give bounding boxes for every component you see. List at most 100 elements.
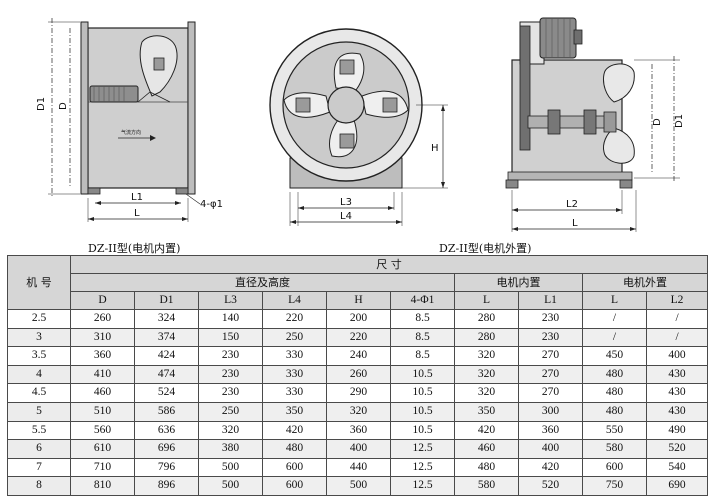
table-cell: 440 <box>326 457 391 478</box>
table-cell: 12.5 <box>390 457 455 478</box>
table-cell: 636 <box>134 420 199 441</box>
table-cell: 600 <box>262 476 327 496</box>
model-cell: 5 <box>7 401 71 422</box>
model-header: 机 号 <box>7 255 71 310</box>
table-cell: 410 <box>70 364 135 385</box>
table-cell: 270 <box>518 346 583 366</box>
table-cell: 430 <box>645 401 709 422</box>
right-d1-dimension-label: D1 <box>674 114 685 128</box>
table-cell: 12.5 <box>390 476 455 496</box>
table-cell: 290 <box>326 383 391 403</box>
table-cell: 430 <box>645 383 709 403</box>
table-cell: 230 <box>198 364 263 385</box>
table-cell: 250 <box>262 327 327 348</box>
table-cell: 220 <box>262 309 327 329</box>
table-cell: 140 <box>198 309 263 329</box>
table-cell: 480 <box>454 457 519 478</box>
table-cell: 460 <box>454 439 519 459</box>
table-cell: 560 <box>70 420 135 441</box>
size-header: 尺 寸 <box>69 255 709 274</box>
group-motor-in-header: 电机内置 <box>454 273 583 292</box>
table-cell: 330 <box>262 364 327 385</box>
col-header-l4: L4 <box>262 291 327 310</box>
front-view: H L3 L4 <box>269 28 448 226</box>
table-cell: 796 <box>134 457 199 478</box>
table-cell: 200 <box>326 309 391 329</box>
table-cell: 690 <box>645 476 709 496</box>
table-cell: 400 <box>518 439 583 459</box>
table-cell: 460 <box>70 383 135 403</box>
model-cell: 4 <box>7 364 71 385</box>
col-header-h: H <box>326 291 391 310</box>
table-cell: 750 <box>582 476 647 496</box>
table-cell: 320 <box>454 346 519 366</box>
table-cell: 510 <box>70 401 135 422</box>
table-cell: 280 <box>454 327 519 348</box>
table-cell: 330 <box>262 346 327 366</box>
table-cell: 230 <box>518 327 583 348</box>
model-cell: 4.5 <box>7 383 71 403</box>
table-cell: 450 <box>582 346 647 366</box>
col-header-d1: D1 <box>134 291 199 310</box>
table-cell: 10.5 <box>390 364 455 385</box>
table-cell: 300 <box>518 401 583 422</box>
model-cell: 6 <box>7 439 71 459</box>
side-view-motor-inside: 气流方向 D1 D L1 L 4-φ1 <box>36 18 223 222</box>
table-cell: 320 <box>326 401 391 422</box>
table-cell: 586 <box>134 401 199 422</box>
table-cell: 260 <box>70 309 135 329</box>
caption-motor-inside: DZ-II型(电机内置) <box>88 242 181 255</box>
table-cell: 896 <box>134 476 199 496</box>
table-cell: 330 <box>262 383 327 403</box>
table-cell: 360 <box>70 346 135 366</box>
table-cell: 480 <box>582 383 647 403</box>
table-cell: 540 <box>645 457 709 478</box>
table-cell: / <box>582 327 647 348</box>
l-dimension-label: L <box>134 208 140 219</box>
col-header-l1: L1 <box>518 291 583 310</box>
col-header-l-in: L <box>454 291 519 310</box>
group-motor-out-header: 电机外置 <box>581 273 709 292</box>
table-cell: 420 <box>454 420 519 441</box>
table-cell: 430 <box>645 364 709 385</box>
model-cell: 2.5 <box>7 309 71 329</box>
table-cell: 8.5 <box>390 346 455 366</box>
table-cell: 524 <box>134 383 199 403</box>
table-cell: 610 <box>70 439 135 459</box>
table-cell: 600 <box>262 457 327 478</box>
model-cell: 3.5 <box>7 346 71 366</box>
l3-dimension-label: L3 <box>340 197 352 208</box>
table-cell: 580 <box>582 439 647 459</box>
table-cell: 230 <box>198 383 263 403</box>
table-cell: 550 <box>582 420 647 441</box>
table-cell: 230 <box>518 309 583 329</box>
table-cell: 280 <box>454 309 519 329</box>
table-cell: 380 <box>198 439 263 459</box>
right-l-dimension-label: L <box>572 218 578 229</box>
table-cell: 600 <box>582 457 647 478</box>
table-cell: 270 <box>518 364 583 385</box>
model-cell: 3 <box>7 327 71 348</box>
table-cell: 350 <box>454 401 519 422</box>
table-cell: 500 <box>326 476 391 496</box>
col-header-holes: 4-Φ1 <box>390 291 455 310</box>
table-cell: 8.5 <box>390 309 455 329</box>
table-cell: 12.5 <box>390 439 455 459</box>
table-cell: 490 <box>645 420 709 441</box>
model-cell: 7 <box>7 457 71 478</box>
table-cell: 696 <box>134 439 199 459</box>
col-header-l3: L3 <box>198 291 263 310</box>
table-cell: 10.5 <box>390 383 455 403</box>
table-cell: 400 <box>645 346 709 366</box>
table-cell: 580 <box>454 476 519 496</box>
model-cell: 8 <box>7 476 71 496</box>
table-cell: 260 <box>326 364 391 385</box>
table-cell: 480 <box>262 439 327 459</box>
